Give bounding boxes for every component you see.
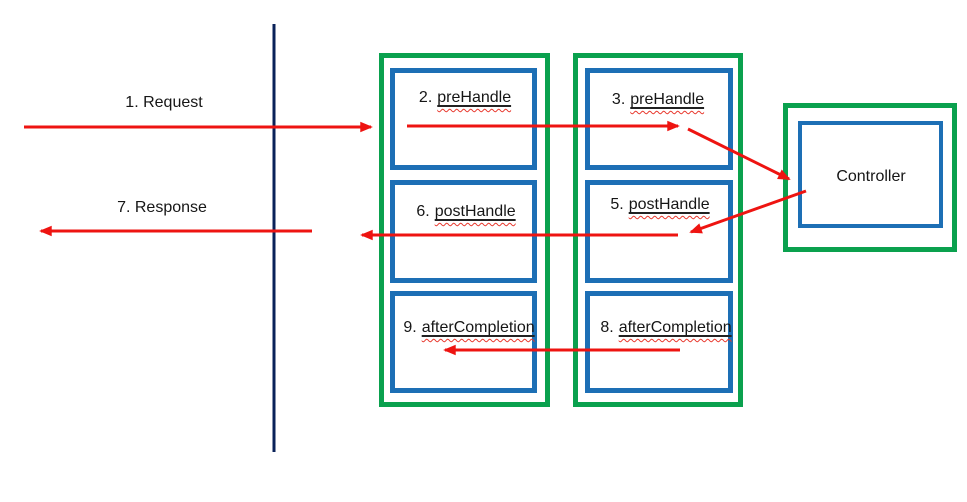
response-arrow-label: 7. Response xyxy=(117,199,207,216)
interceptor2-posthandle-label: 5.postHandle xyxy=(610,194,709,215)
interceptor2-aftercompletion-label: 8.afterCompletion xyxy=(600,317,731,338)
interceptor2-prehandle-number: 3. xyxy=(611,91,626,108)
interceptor1-posthandle-method: postHandle xyxy=(434,203,516,220)
interceptor1-posthandle-box xyxy=(390,180,537,283)
interceptor1-aftercompletion-label: 9.afterCompletion xyxy=(403,317,534,338)
controller-label: Controller xyxy=(836,168,906,185)
interceptor1-posthandle-number: 6. xyxy=(416,203,430,220)
interceptor2-posthandle-number: 5. xyxy=(610,196,624,213)
interceptor2-prehandle-label: 3.preHandle xyxy=(612,89,704,110)
interceptor2-posthandle-method: postHandle xyxy=(628,196,710,213)
interceptor1-aftercompletion-method: afterCompletion xyxy=(421,319,535,336)
interceptor1-posthandle-label: 6.postHandle xyxy=(416,201,515,222)
interceptor2-aftercompletion-box xyxy=(585,291,733,393)
interceptor1-aftercompletion-box xyxy=(390,291,537,393)
interceptor2-prehandle-box xyxy=(585,68,733,170)
request-arrow-label: 1. Request xyxy=(125,94,203,111)
interceptor1-prehandle-number: 2. xyxy=(418,89,433,106)
controller-box xyxy=(798,121,943,228)
interceptor1-prehandle-label: 2.preHandle xyxy=(419,87,511,108)
interceptor1-prehandle-method: preHandle xyxy=(437,89,512,106)
interceptor1-prehandle-box xyxy=(390,68,537,170)
interceptor1-aftercompletion-number: 9. xyxy=(403,319,417,336)
interceptor2-aftercompletion-number: 8. xyxy=(600,319,614,336)
interceptor2-prehandle-method: preHandle xyxy=(630,91,705,108)
interceptor2-aftercompletion-method: afterCompletion xyxy=(618,319,732,336)
